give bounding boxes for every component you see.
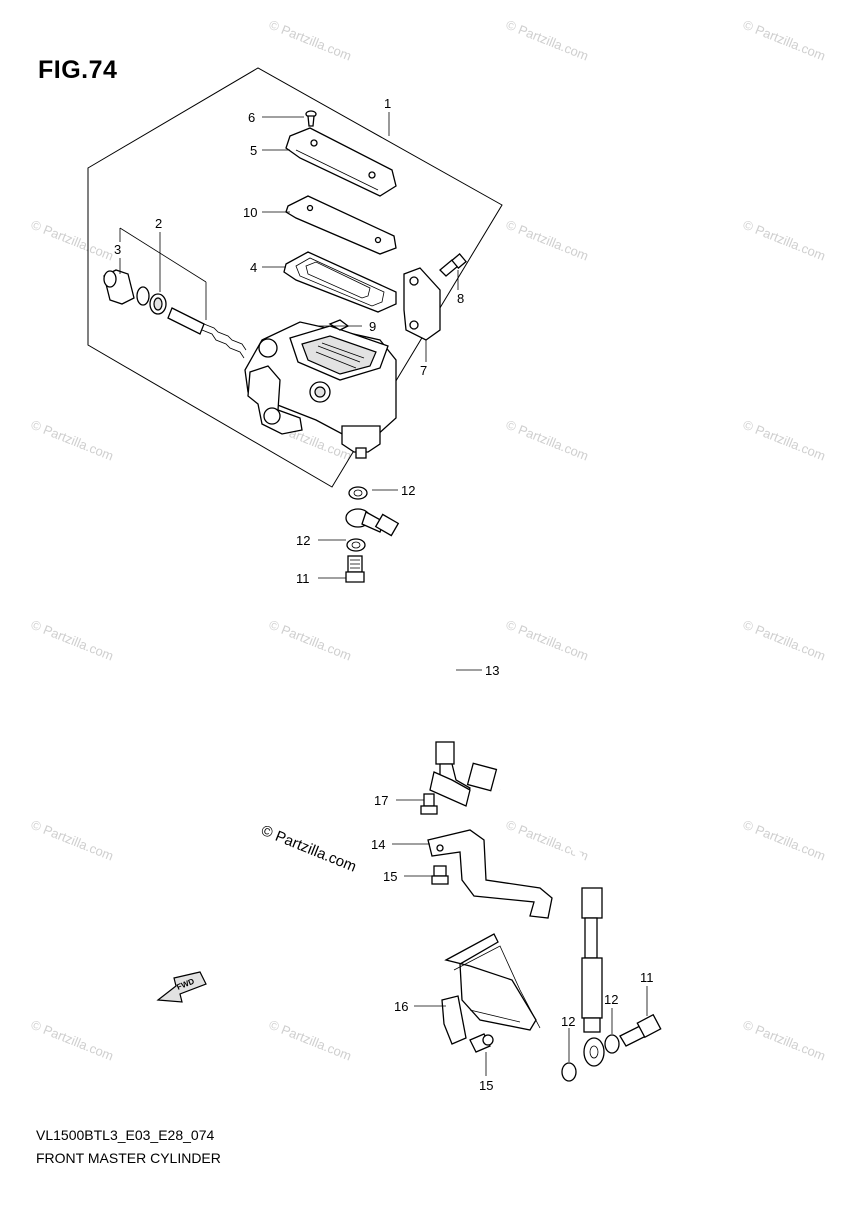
union-bolt[interactable] — [345, 555, 365, 583]
figure-caption: FRONT MASTER CYLINDER — [36, 1150, 221, 1166]
callout-labels: 1 6 5 2 10 3 4 8 9 7 12 12 11 13 17 14 1… — [114, 96, 654, 1093]
piston-assembly[interactable] — [103, 269, 247, 359]
callout-1: 1 — [384, 96, 391, 111]
figure-title: FIG.74 — [38, 56, 118, 84]
watermark: © Partzilla.com — [741, 417, 828, 464]
callout-15: 15 — [383, 869, 397, 884]
banjo-fitting[interactable] — [583, 1037, 605, 1067]
clamp-bolt[interactable] — [420, 793, 438, 815]
sealing-washer[interactable] — [348, 486, 368, 500]
callout-12: 12 — [401, 483, 415, 498]
watermark-layer: © Partzilla.com © Partzilla.com © Partzi… — [29, 17, 828, 1064]
watermark: © Partzilla.com — [29, 817, 116, 864]
watermark: © Partzilla.com — [504, 217, 591, 264]
assembly-outline — [87, 67, 503, 488]
callout-8: 8 — [457, 291, 464, 306]
holder-bolt[interactable] — [439, 253, 467, 277]
callout-4: 4 — [250, 260, 257, 275]
banjo-fitting[interactable] — [345, 508, 400, 537]
callout-5: 5 — [250, 143, 257, 158]
master-cylinder-holder[interactable] — [403, 267, 441, 341]
hose-guide[interactable] — [441, 933, 541, 1045]
callout-15: 15 — [479, 1078, 493, 1093]
callout-7: 7 — [420, 363, 427, 378]
callout-17: 17 — [374, 793, 388, 808]
fwd-arrow-icon: FWD — [156, 971, 207, 1003]
callout-11: 11 — [640, 970, 654, 985]
watermark: © Partzilla.com — [267, 1017, 354, 1064]
watermark: © Partzilla.com — [741, 817, 828, 864]
sealing-washer[interactable] — [346, 538, 366, 552]
watermark: © Partzilla.com — [504, 17, 591, 64]
watermark: © Partzilla.com — [29, 617, 116, 664]
callout-12: 12 — [561, 1014, 575, 1029]
union-bolt[interactable] — [619, 1013, 662, 1047]
callout-13: 13 — [485, 663, 499, 678]
bracket-bolt[interactable] — [431, 865, 449, 885]
callout-9: 9 — [369, 319, 376, 334]
watermark: © Partzilla.com — [29, 417, 116, 464]
figure-code: VL1500BTL3_E03_E28_074 — [36, 1127, 215, 1143]
watermark: © Partzilla.com — [741, 217, 828, 264]
guide-bolt[interactable] — [469, 1033, 494, 1053]
diaphragm[interactable] — [283, 251, 397, 313]
watermark: © Partzilla.com — [504, 617, 591, 664]
callout-14: 14 — [371, 837, 385, 852]
callout-12: 12 — [296, 533, 310, 548]
leader-lines — [119, 112, 648, 1076]
callout-6: 6 — [248, 110, 255, 125]
watermark: © Partzilla.com — [29, 217, 116, 264]
hose-bracket[interactable] — [427, 829, 553, 919]
callout-10: 10 — [243, 205, 257, 220]
sealing-washer[interactable] — [561, 1062, 577, 1082]
callout-11: 11 — [296, 571, 310, 586]
watermark: © Partzilla.com — [504, 417, 591, 464]
watermark: © Partzilla.com — [741, 17, 828, 64]
callout-3: 3 — [114, 242, 121, 257]
callout-2: 2 — [155, 216, 162, 231]
watermark: © Partzilla.com — [267, 17, 354, 64]
watermark: © Partzilla.com — [267, 617, 354, 664]
watermark: © Partzilla.com — [741, 617, 828, 664]
reservoir-cap[interactable] — [285, 127, 397, 197]
sealing-washer[interactable] — [604, 1034, 620, 1054]
watermark: © Partzilla.com — [741, 1017, 828, 1064]
callout-12: 12 — [604, 992, 618, 1007]
hose-clamp[interactable] — [429, 771, 471, 807]
cap-screw[interactable] — [305, 110, 317, 127]
callout-16: 16 — [394, 999, 408, 1014]
brake-hose[interactable] — [393, 531, 603, 1033]
diaphragm-plate[interactable] — [285, 195, 397, 255]
watermark: © Partzilla.com — [29, 1017, 116, 1064]
